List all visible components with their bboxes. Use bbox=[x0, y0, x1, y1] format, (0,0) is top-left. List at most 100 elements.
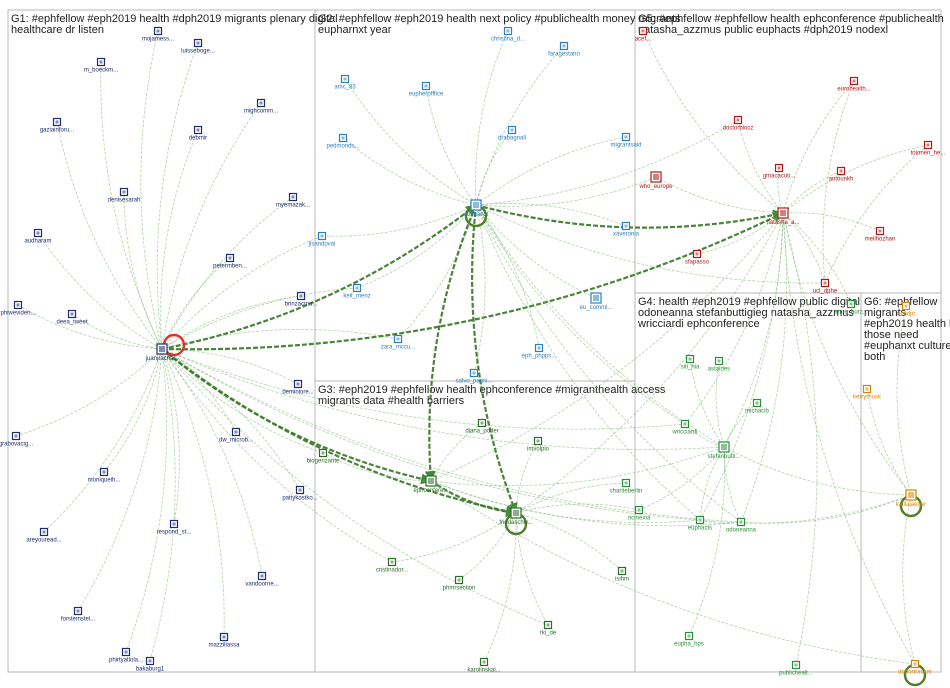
node-ricmexia[interactable]: ricmexia bbox=[628, 505, 651, 522]
node-pedmonds[interactable]: pedmonds... bbox=[326, 133, 360, 150]
node-biogenzante[interactable]: biogenzante bbox=[307, 448, 340, 465]
node-myemazak[interactable]: myemazak... bbox=[276, 192, 310, 209]
node-euphacts[interactable]: euphacts bbox=[688, 515, 712, 532]
node-publichealt[interactable]: publichealt... bbox=[779, 660, 813, 677]
node-christina_d[interactable]: christina_d... bbox=[491, 26, 525, 43]
node-gmacacoti[interactable]: gmacacoti... bbox=[763, 163, 796, 180]
node-label: eurohealth... bbox=[837, 87, 871, 93]
node-kerryrhusk[interactable]: kerryrhusk bbox=[853, 384, 882, 401]
node-phiweviden[interactable]: phiweviden... bbox=[0, 300, 36, 317]
node-gaziainforu[interactable]: gaziainforu... bbox=[40, 117, 75, 134]
node-who_europe[interactable]: who_europe bbox=[638, 171, 673, 190]
edge-euphanxt-ephconfere bbox=[424, 204, 478, 483]
edge-areyouread-juanjracha bbox=[43, 348, 163, 533]
node-respond_st[interactable]: respond_st... bbox=[157, 519, 192, 536]
node-juanjracha[interactable]: juanjracha... bbox=[145, 343, 179, 362]
node-jlsandoval[interactable]: jlsandoval bbox=[308, 231, 336, 248]
node-dw_microb[interactable]: dw_microb... bbox=[219, 427, 253, 444]
node-eupha_hps[interactable]: eupha_hps bbox=[674, 631, 704, 648]
edge-ephconfere-donortracker bbox=[430, 480, 916, 666]
node-chariteberlin[interactable]: chariteberlin bbox=[610, 478, 643, 495]
node-donortracker[interactable]: donortracker bbox=[898, 659, 932, 676]
node-rtcodpr[interactable]: rtcodpr bbox=[897, 301, 916, 318]
edge-juanjracha-euphacts bbox=[161, 348, 701, 522]
node-salvo_parisi[interactable]: salvo_parisi... bbox=[456, 368, 493, 385]
node-pattykostko[interactable]: pattykostko... bbox=[282, 485, 318, 502]
node-isihm[interactable]: isihm bbox=[615, 566, 629, 583]
node-odoneanna[interactable]: odoneanna bbox=[726, 517, 757, 534]
node-debmir[interactable]: debmir bbox=[189, 125, 207, 142]
edge-ephconfere-euphacts bbox=[430, 480, 701, 523]
edge-vandoorne-juanjracha bbox=[161, 348, 263, 577]
node-luisseboge[interactable]: luisseboge... bbox=[181, 38, 215, 55]
node-phmrsection[interactable]: phmrsection bbox=[443, 575, 476, 592]
node-cristinador[interactable]: cristinador... bbox=[376, 557, 409, 574]
node-doctorblocz[interactable]: doctorblocz bbox=[723, 115, 754, 132]
node-vandoorne[interactable]: vandoorne... bbox=[245, 571, 279, 588]
node-stefanbutti[interactable]: stefanbutti... bbox=[708, 441, 741, 460]
node-moniqueih[interactable]: moniqueih... bbox=[88, 467, 121, 484]
edge-kaillajaeger-donortracker bbox=[902, 494, 917, 665]
node-ephconfere[interactable]: ephconfere... bbox=[413, 475, 449, 494]
node-m_boeckm[interactable]: m_boeckm... bbox=[84, 57, 119, 74]
node-antounkh[interactable]: antounkh bbox=[829, 166, 854, 183]
node-drabagnall[interactable]: drabagnall bbox=[498, 125, 526, 142]
node-brinzacmo[interactable]: brinzacmo... bbox=[285, 291, 318, 308]
node-deea_tweet[interactable]: deea_tweet bbox=[56, 309, 88, 326]
node-areyouread[interactable]: areyouread... bbox=[26, 527, 62, 544]
node-zara_mccu[interactable]: zara_mccu... bbox=[381, 334, 416, 351]
node-mazzillassa[interactable]: mazzillassa bbox=[208, 632, 240, 649]
node-ucl_dphe[interactable]: ucl_dphe bbox=[813, 278, 838, 295]
node-siti_hia[interactable]: siti_hia bbox=[681, 354, 700, 371]
node-wricciardi[interactable]: wricciardi bbox=[671, 419, 698, 436]
node-karolinskai[interactable]: karolinskai... bbox=[467, 657, 501, 674]
node-audharam[interactable]: audharam bbox=[24, 228, 52, 245]
group-title-g6-line-6: both bbox=[864, 351, 885, 363]
node-avatar-fill bbox=[16, 303, 20, 307]
node-amc_83[interactable]: amc_83 bbox=[334, 74, 356, 91]
node-eu_commi[interactable]: eu_commi... bbox=[580, 292, 613, 311]
node-eph_phpps[interactable]: eph_phpps... bbox=[522, 343, 557, 360]
edge-euphacts-natasha_a bbox=[699, 212, 785, 521]
node-astaines[interactable]: astaines bbox=[708, 356, 730, 373]
node-avatar-fill bbox=[298, 488, 302, 492]
node-bakaburg1[interactable]: bakaburg1 bbox=[136, 656, 165, 673]
node-friedaschw[interactable]: friedaschw... bbox=[499, 507, 533, 526]
node-diana_poder[interactable]: diana_poder bbox=[465, 418, 499, 435]
node-grabovacig[interactable]: grabovacig... bbox=[0, 431, 34, 448]
node-mighcomm[interactable]: mighcomm... bbox=[244, 98, 279, 115]
node-euphanxt[interactable]: euphanxt bbox=[464, 199, 489, 218]
edge-brinzacmo-juanjracha bbox=[161, 295, 302, 350]
edge-deminiore-juanjracha bbox=[161, 347, 299, 385]
edge-juanjracha-euphanxt bbox=[161, 204, 477, 351]
edge-eupha_hps-stefanbutti bbox=[688, 446, 727, 637]
node-meilhozhan[interactable]: meilhozhan bbox=[865, 226, 896, 243]
node-deminiore[interactable]: deminiore... bbox=[282, 379, 314, 396]
node-keit_menz[interactable]: keit_menz bbox=[343, 283, 371, 300]
node-rki_de[interactable]: rki_de bbox=[540, 620, 557, 637]
node-anne_burz[interactable]: anne_burz... bbox=[834, 299, 868, 316]
edge-acef-natasha_a bbox=[642, 30, 784, 214]
node-petermben[interactable]: petermben... bbox=[213, 253, 247, 270]
node-michacib[interactable]: michacib bbox=[745, 398, 769, 415]
node-label: cristinador... bbox=[376, 568, 409, 574]
edge-diana_poder-ephconfere bbox=[430, 422, 483, 482]
node-faragestano[interactable]: faragestano bbox=[548, 41, 581, 58]
node-forstemstel[interactable]: forstemstel... bbox=[61, 606, 96, 623]
group-title-g5-line-2: natasha_azzmus public euphacts #dph2019 … bbox=[638, 24, 888, 36]
node-kaillajaeger[interactable]: kaillajaeger bbox=[896, 489, 926, 508]
node-acef[interactable]: acef... bbox=[635, 26, 652, 43]
node-label: natasha_a... bbox=[766, 220, 799, 226]
node-eurohealth[interactable]: eurohealth... bbox=[837, 76, 871, 93]
node-imvolpio[interactable]: imvolpio bbox=[527, 436, 550, 453]
node-sfapasso[interactable]: sfapasso bbox=[685, 249, 710, 266]
node-toionen_he[interactable]: toionen_he... bbox=[911, 140, 946, 157]
node-eupherofffice[interactable]: eupherofffice bbox=[409, 81, 444, 98]
node-phirtyatlola[interactable]: phirtyatlola... bbox=[109, 647, 143, 664]
node-label: amc_83 bbox=[334, 85, 356, 91]
node-xaveronia[interactable]: xaveronia bbox=[613, 221, 640, 238]
node-natasha_a[interactable]: natasha_a... bbox=[766, 207, 800, 226]
node-migrantsaid[interactable]: migrantsaid bbox=[610, 132, 642, 149]
node-mojamess[interactable]: mojamess... bbox=[142, 26, 175, 43]
node-denisesarah[interactable]: denisesarah bbox=[108, 187, 141, 204]
